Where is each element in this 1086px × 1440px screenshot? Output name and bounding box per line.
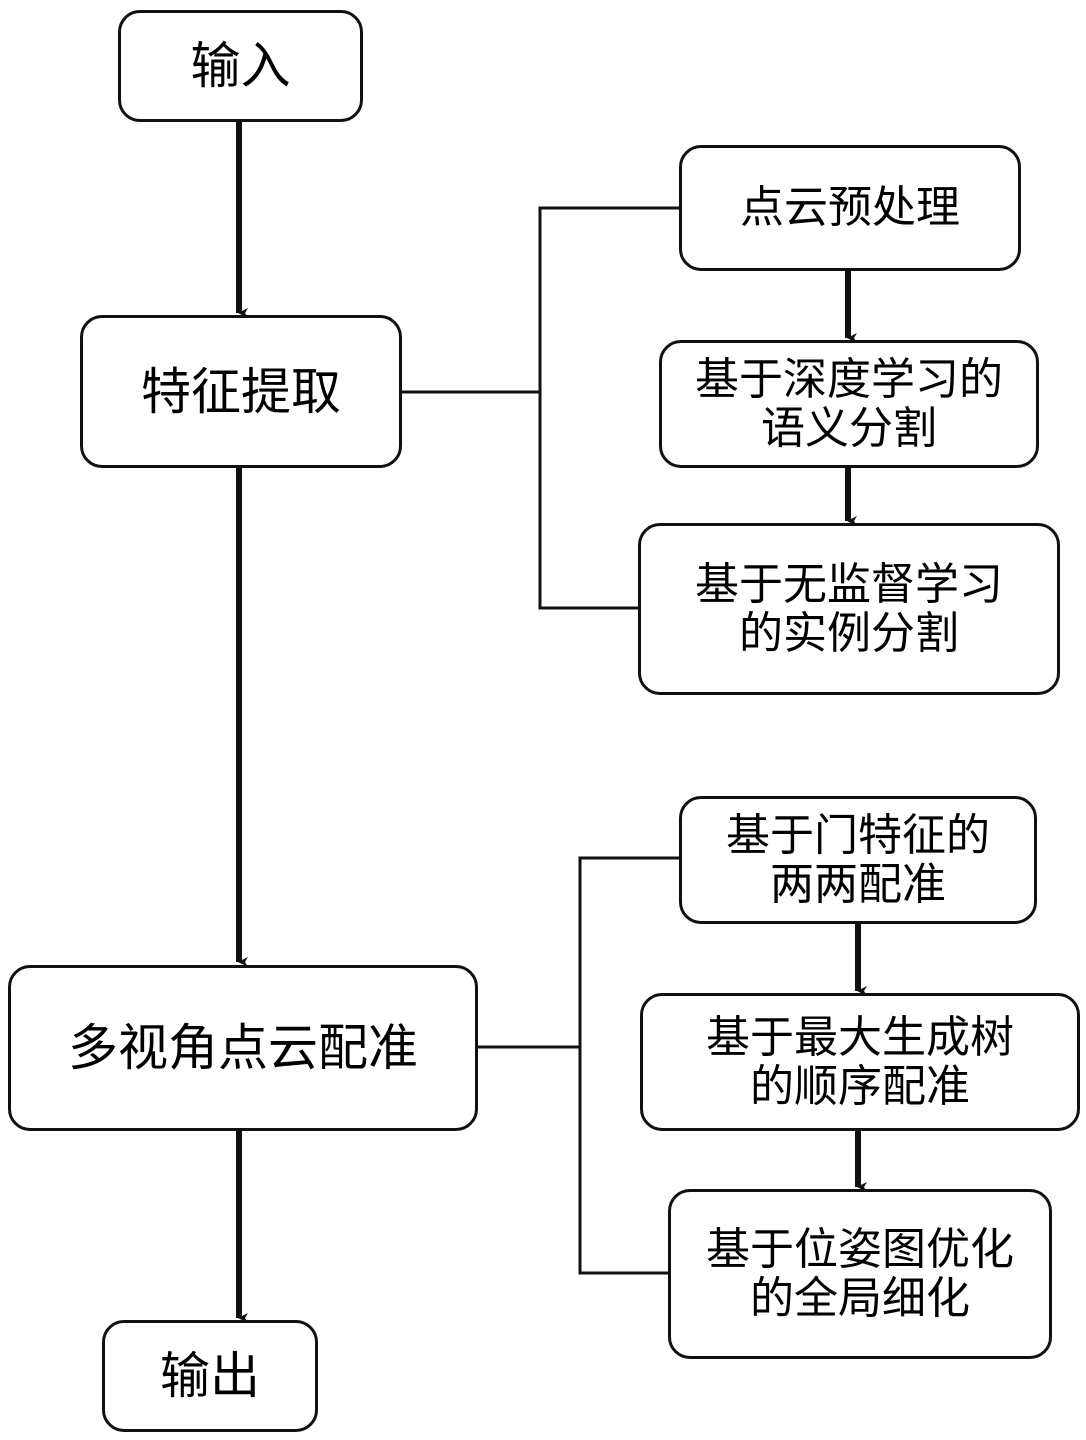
bracket-feature-branches [538,206,680,610]
node-global-line-2: 的全局细化 [750,1273,970,1324]
node-sequential-line-1: 基于最大生成树 [706,1011,1014,1063]
node-semantic-line-2: 语义分割 [761,403,937,454]
node-input-label: 输入 [190,37,291,95]
node-sequential-line-2: 的顺序配准 [750,1061,970,1112]
node-global-refinement: 基于位姿图优化 的全局细化 [668,1189,1052,1359]
node-multiview-registration-label: 多视角点云配准 [68,1019,418,1077]
node-sequential-registration: 基于最大生成树 的顺序配准 [640,993,1080,1131]
node-input: 输入 [118,10,363,122]
node-pairwise-registration: 基于门特征的 两两配准 [679,796,1037,924]
node-semantic-line-1: 基于深度学习的 [695,353,1003,405]
node-pairwise-line-2: 两两配准 [770,859,946,910]
node-output: 输出 [102,1320,318,1432]
node-multiview-registration: 多视角点云配准 [8,965,478,1131]
node-instance-line-1: 基于无监督学习 [695,558,1003,610]
node-feature-extraction-label: 特征提取 [141,362,341,421]
node-output-label: 输出 [160,1347,260,1405]
node-global-line-1: 基于位姿图优化 [706,1223,1014,1275]
node-pairwise-line-1: 基于门特征的 [726,809,990,861]
bracket-registration-branches [578,856,682,1275]
node-instance-segmentation: 基于无监督学习 的实例分割 [638,523,1060,695]
node-instance-line-2: 的实例分割 [739,608,959,659]
node-semantic-segmentation: 基于深度学习的 语义分割 [659,340,1039,468]
node-feature-extraction: 特征提取 [80,315,402,468]
node-preprocess: 点云预处理 [679,145,1021,271]
node-preprocess-line-1: 点云预处理 [740,182,960,234]
